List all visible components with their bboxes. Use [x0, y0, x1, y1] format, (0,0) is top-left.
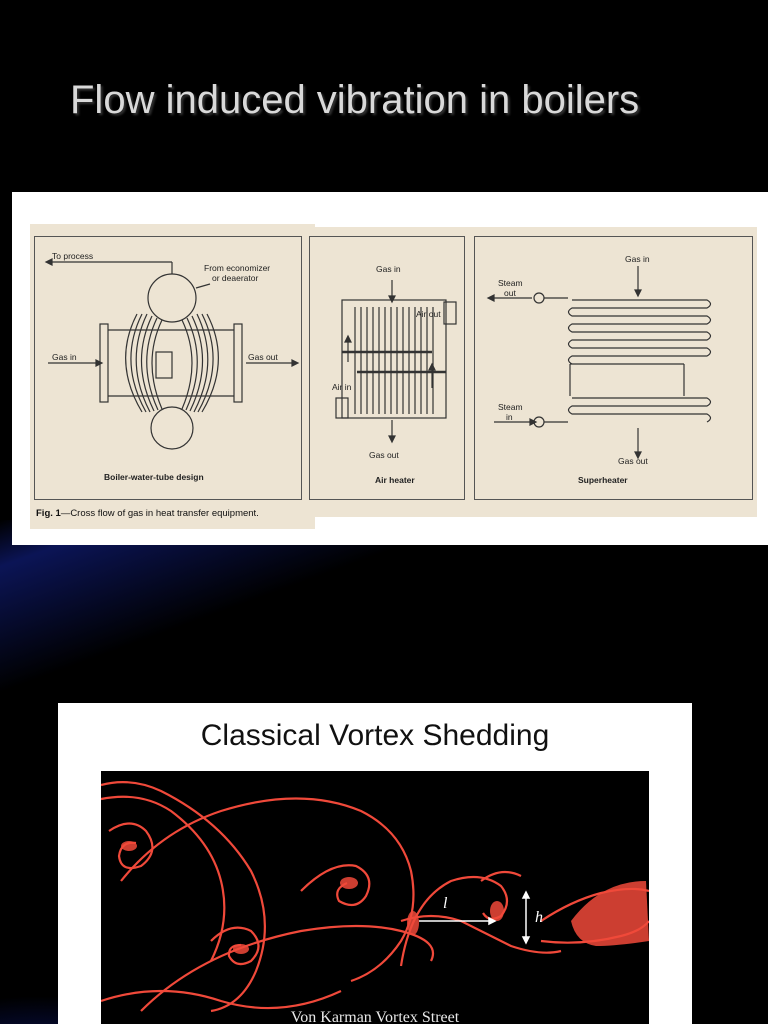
- label-steam-in-1: Steam: [498, 402, 523, 412]
- boiler-frame: [34, 236, 302, 500]
- upper-drum: [147, 273, 197, 323]
- vortex-title: Classical Vortex Shedding: [200, 719, 550, 752]
- label-boiler-gas-in: Gas in: [52, 352, 77, 362]
- label-from-economizer: From economizer: [204, 263, 271, 273]
- label-or-deaerator: or deaerator: [212, 273, 259, 283]
- label-steam-in-2: in: [506, 412, 513, 422]
- vortex-street-drawing: [101, 780, 649, 1013]
- label-boiler-design: Boiler-water-tube design: [104, 472, 204, 482]
- heat-transfer-drawings: [44, 258, 712, 460]
- air-heater-tubes: [354, 307, 434, 414]
- figure-caption: Fig. 1—Cross flow of gas in heat transfe…: [36, 508, 259, 519]
- figure-caption-text: —Cross flow of gas in heat transfer equi…: [60, 508, 259, 519]
- label-h: h: [535, 909, 543, 926]
- lower-drum: [150, 406, 194, 450]
- slide-title: Flow induced vibration in boilers: [70, 78, 640, 122]
- figure-caption-prefix: Fig. 1: [36, 508, 61, 519]
- label-steam-out-2: out: [504, 288, 516, 298]
- label-air-heater-gas-in: Gas in: [376, 264, 401, 274]
- label-air-heater-gas-out: Gas out: [369, 450, 399, 460]
- label-superheater: Superheater: [578, 475, 628, 485]
- label-air-in: Air in: [332, 382, 352, 392]
- vortex-caption: Von Karman Vortex Street: [290, 1009, 460, 1024]
- vortex-panel: Classical Vortex Shedding: [58, 703, 692, 1024]
- label-steam-out-1: Steam: [498, 278, 523, 288]
- label-boiler-gas-out: Gas out: [248, 352, 278, 362]
- label-superheater-gas-in: Gas in: [625, 254, 650, 264]
- label-air-out: Air out: [416, 309, 441, 319]
- vortex-cores: [121, 841, 649, 954]
- superheater-frame: [474, 236, 753, 500]
- label-to-process: To process: [52, 251, 94, 261]
- vortex-street-image: l h Von Karman Vortex Street: [101, 771, 649, 1024]
- measurement-arrows: [419, 890, 531, 945]
- vortex-streaks: [101, 780, 649, 1013]
- heat-transfer-figure: To process From economizer or deaerator …: [12, 192, 768, 545]
- tube-bundle: [125, 313, 219, 413]
- label-l: l: [443, 895, 448, 912]
- label-air-heater: Air heater: [375, 475, 415, 485]
- label-superheater-gas-out: Gas out: [618, 456, 648, 466]
- superheater-coils: [567, 299, 712, 423]
- air-heater-frame: [309, 236, 465, 500]
